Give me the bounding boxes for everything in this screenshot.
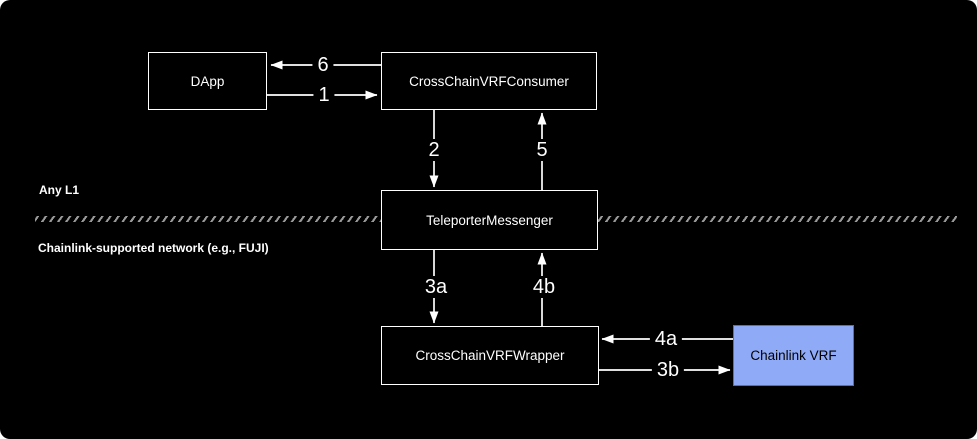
node-chainlink-vrf: Chainlink VRF <box>733 325 854 386</box>
zone-label-chainlink-network: Chainlink-supported network (e.g., FUJI) <box>38 241 269 255</box>
node-crosschainvrfwrapper: CrossChainVRFWrapper <box>381 326 599 385</box>
node-teleportermessenger-label: TeleporterMessenger <box>426 212 553 228</box>
node-crosschainvrfwrapper-label: CrossChainVRFWrapper <box>415 348 565 363</box>
node-dapp: DApp <box>148 52 267 110</box>
edge-label-5: 5 <box>531 139 553 161</box>
edge-label-4a: 4a <box>649 328 683 350</box>
zone-label-any-l1: Any L1 <box>39 183 80 197</box>
edge-label-3b: 3b <box>651 359 685 381</box>
node-dapp-label: DApp <box>190 73 225 89</box>
edge-label-2: 2 <box>423 139 445 161</box>
node-teleportermessenger: TeleporterMessenger <box>381 190 598 250</box>
edge-label-1: 1 <box>313 84 335 106</box>
edge-label-3a: 3a <box>419 276 453 298</box>
node-chainlink-vrf-label: Chainlink VRF <box>750 348 837 363</box>
node-crosschainvrfconsumer-label: CrossChainVRFConsumer <box>409 73 569 89</box>
edge-label-6: 6 <box>312 54 334 76</box>
edge-label-4b: 4b <box>527 276 561 298</box>
node-crosschainvrfconsumer: CrossChainVRFConsumer <box>381 52 597 110</box>
